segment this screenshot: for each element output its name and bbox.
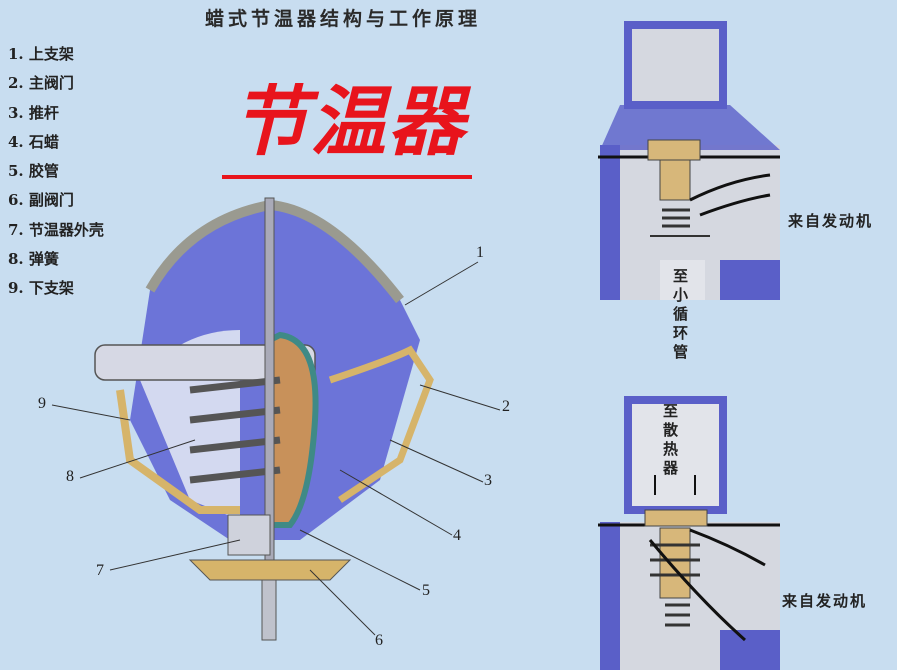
brand-heading: 节温器 [232,77,466,166]
legend-item: 2. 主阀门 [8,74,74,93]
callout-2: 2 [502,398,510,415]
legend-item: 4. 石蜡 [8,132,59,151]
callout-6: 6 [375,632,383,649]
diagram-title: 蜡式节温器结构与工作原理 [205,8,482,30]
legend-item: 8. 弹簧 [8,250,59,269]
callout-9: 9 [38,395,46,412]
callout-7: 7 [96,562,104,579]
closed-state-diagram [598,21,780,300]
legend-item: 1. 上支架 [8,45,74,63]
callout-3: 3 [484,472,492,489]
callout-1: 1 [476,244,484,261]
legend-item: 6. 副阀门 [8,191,74,210]
legend-item: 3. 推杆 [8,103,59,122]
top-outlet-label: 至小循环管 [671,268,689,363]
callout-5: 5 [422,582,430,599]
top-inlet-label: 来自发动机 [788,212,874,230]
bottom-inlet-label: 来自发动机 [782,592,868,610]
legend-item: 9. 下支架 [8,279,74,298]
bottom-outlet-label: 至散热器 [661,403,679,479]
open-state-diagram [598,396,780,670]
legend-item: 7. 节温器外壳 [8,220,104,239]
parts-legend: 1. 上支架 2. 主阀门 3. 推杆 4. 石蜡 5. 胶管 6. 副阀门 7… [8,40,104,304]
thermostat-cross-section [51,197,501,641]
legend-item: 5. 胶管 [8,162,59,181]
brand-underline [222,175,472,179]
callout-4: 4 [453,527,461,544]
callout-8: 8 [66,468,74,485]
